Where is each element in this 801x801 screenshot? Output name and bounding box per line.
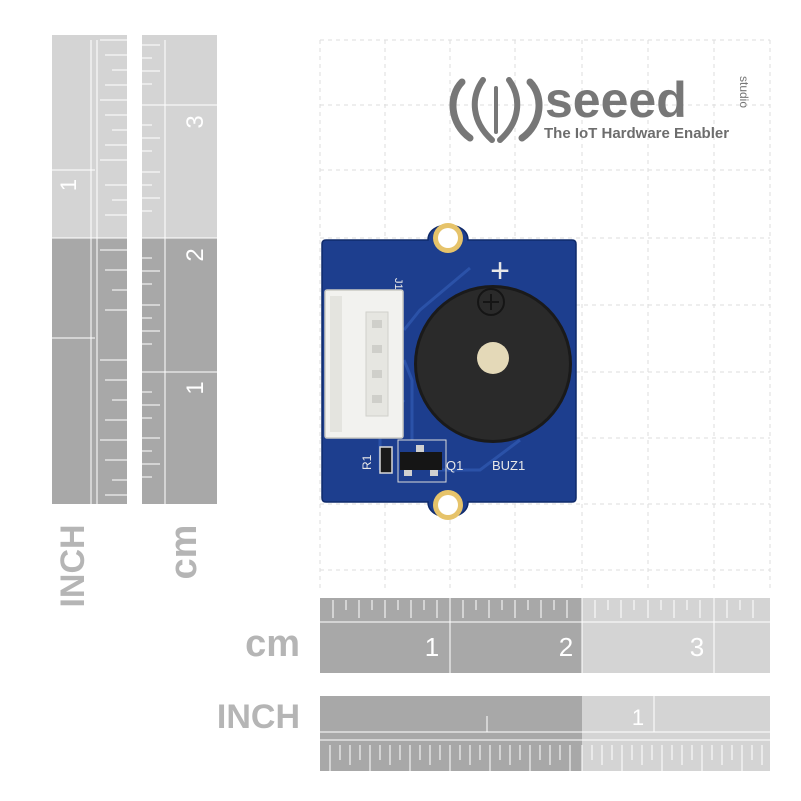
j1-label: J1: [392, 278, 404, 290]
buzzer: [414, 285, 572, 443]
resistor-r1: [379, 446, 393, 474]
polarity-plus-label: +: [490, 252, 510, 290]
bottom-inch-ticks: [329, 745, 763, 771]
left-cm-ticks: [142, 44, 160, 478]
left-cm-number-2: 2: [182, 248, 209, 261]
r1-label: R1: [360, 454, 374, 470]
transistor-q1: [397, 439, 447, 483]
left-cm-unit-label: cm: [163, 525, 205, 580]
bottom-cm-number-2: 2: [559, 632, 573, 662]
grove-buzzer-board: + J1 R1: [321, 223, 577, 520]
left-inch-ruler: 1 INCH: [52, 35, 127, 608]
mounting-hole-bottom: [433, 490, 463, 520]
seeed-flame-icon: [449, 77, 543, 143]
left-cm-ruler: 3 2 1 cm: [142, 35, 217, 579]
buz1-label: BUZ1: [492, 458, 525, 473]
mounting-hole-top: [433, 223, 463, 253]
bottom-inch-number: 1: [632, 705, 644, 730]
bottom-cm-unit-label: cm: [245, 623, 300, 665]
left-inch-ticks: [90, 39, 127, 504]
q1-label: Q1: [446, 458, 463, 473]
bottom-inch-unit-label: INCH: [217, 698, 300, 736]
left-cm-number-1: 1: [182, 381, 209, 394]
bottom-cm-number-3: 3: [690, 632, 704, 662]
seeed-logo: seeed studio The IoT Hardware Enabler: [449, 72, 751, 143]
left-inch-number: 1: [56, 179, 81, 191]
bottom-inch-ruler: 1 INCH: [217, 696, 770, 771]
left-cm-number-3: 3: [182, 115, 209, 128]
grove-connector: [324, 289, 404, 439]
bottom-cm-ruler: 1 2 3 cm: [245, 598, 770, 673]
bottom-cm-number-1: 1: [425, 632, 439, 662]
left-inch-unit-label: INCH: [54, 524, 92, 607]
studio-side-text: studio: [737, 76, 751, 108]
logo-tagline: The IoT Hardware Enabler: [544, 125, 729, 142]
buzzer-plus-mark: [477, 288, 505, 316]
bottom-cm-ticks: [332, 600, 754, 618]
seeed-wordmark: seeed: [545, 72, 687, 128]
